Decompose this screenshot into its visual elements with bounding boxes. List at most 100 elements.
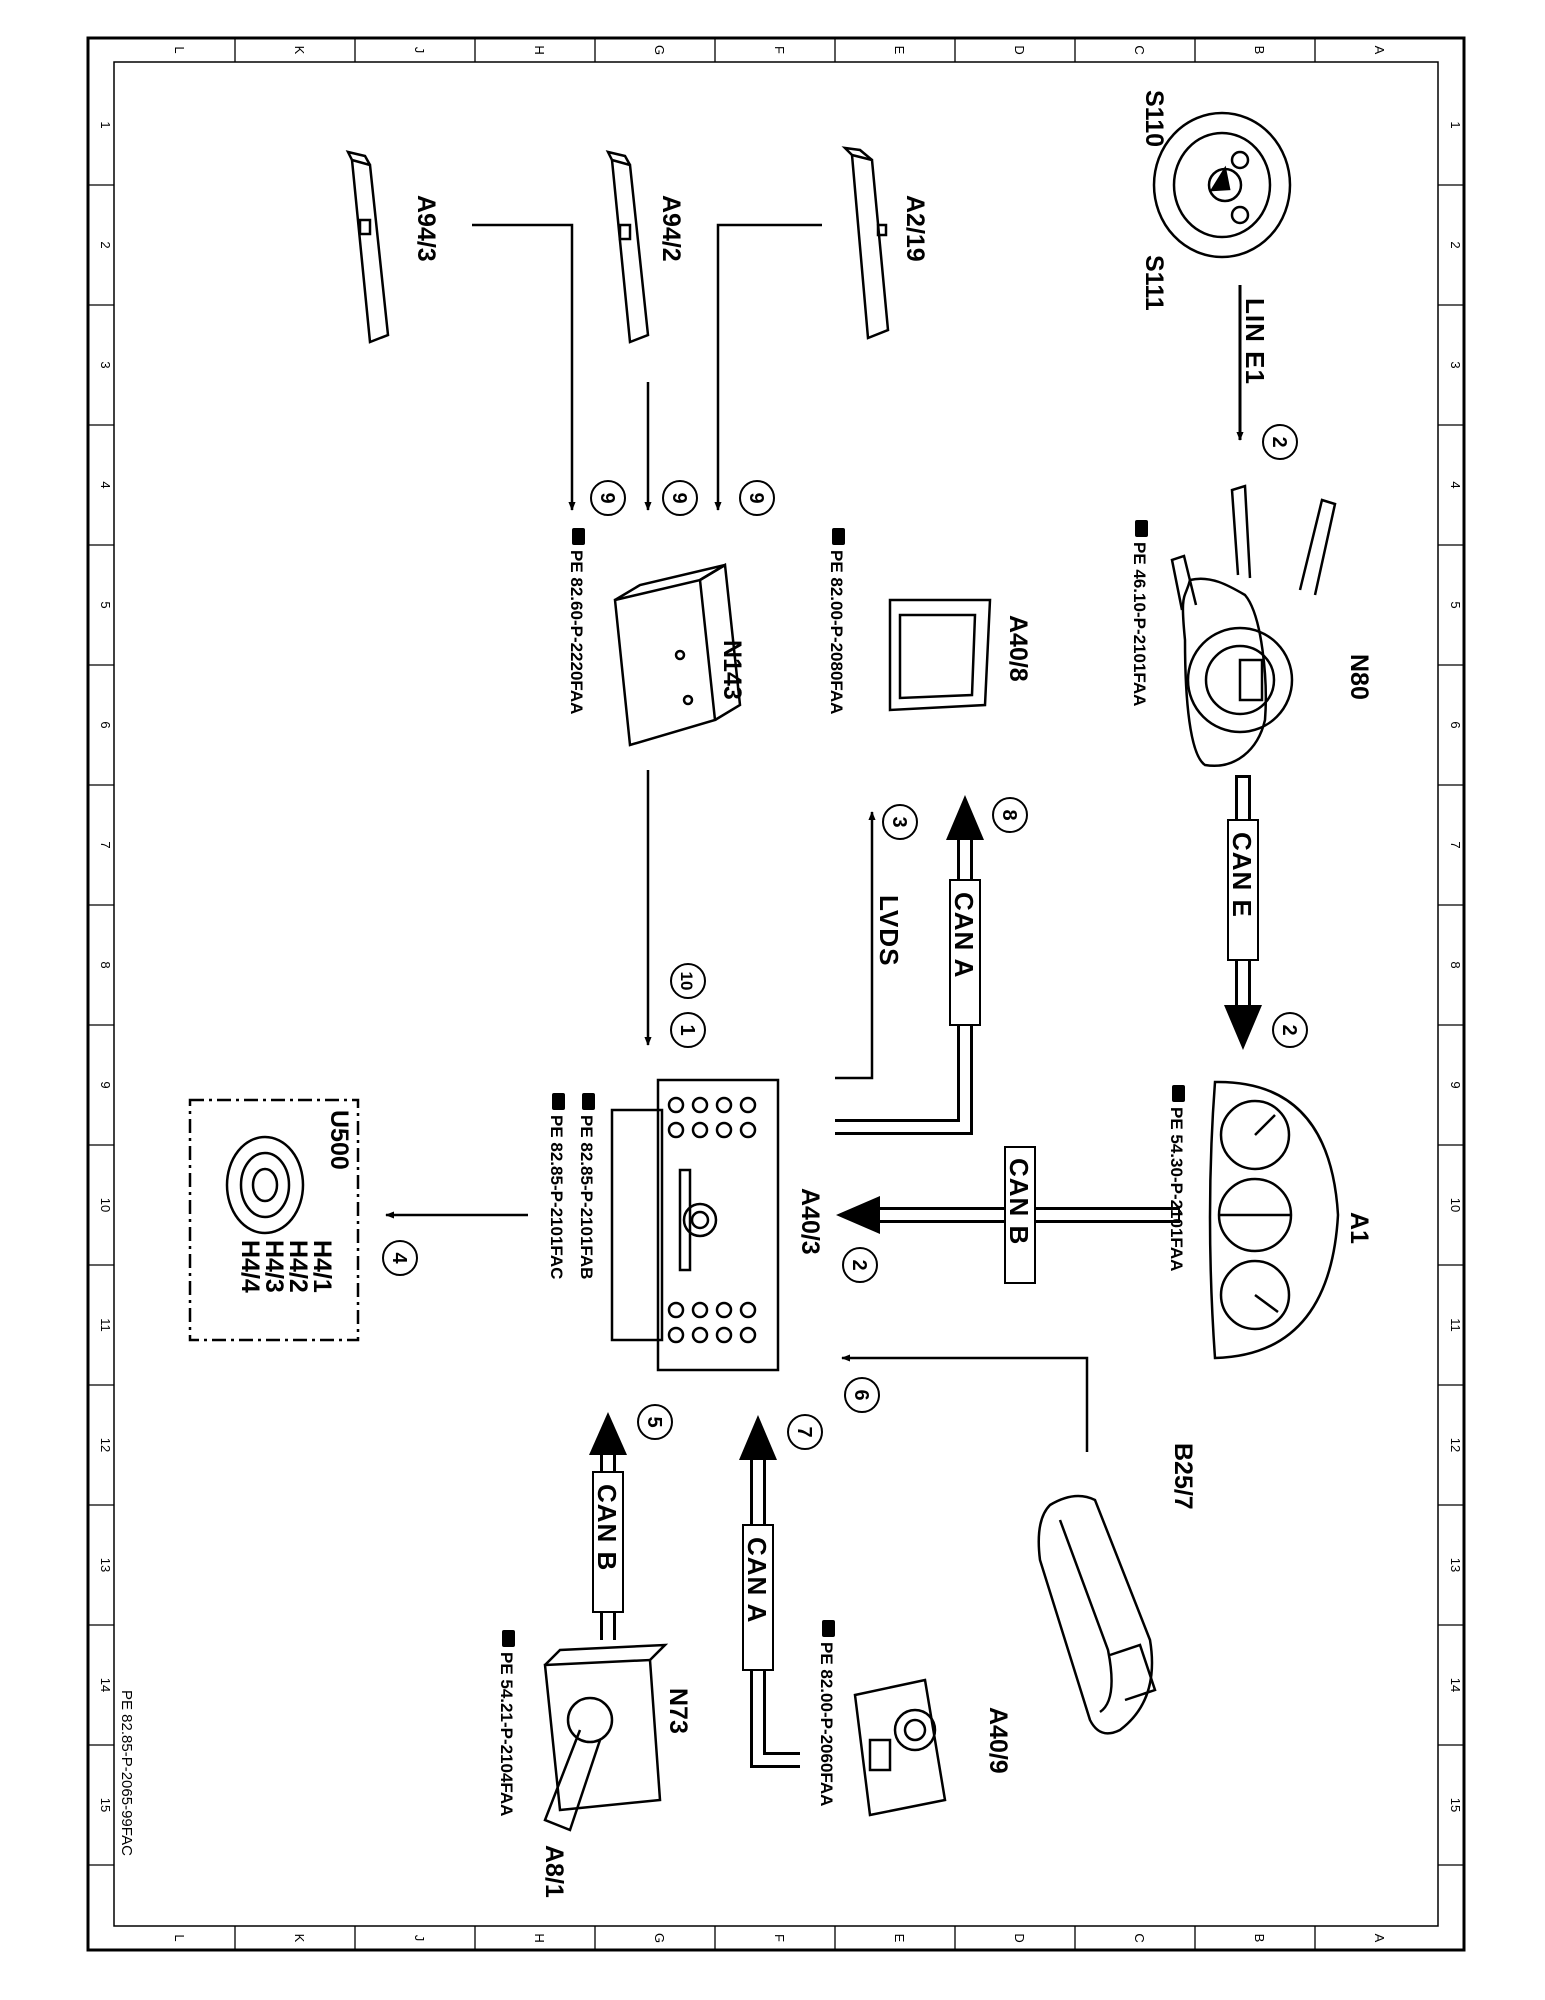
n143-illustration [613,562,742,747]
label-h4-4: H4/4 [236,1240,264,1293]
frame-row-label-right: 14 [1448,1678,1463,1692]
frame-row-label-left: 1 [98,121,113,128]
b25-7-to-a40-3 [841,1354,1089,1452]
label-a8-1: A8/1 [540,1845,568,1898]
frame-column-label-bottom: G [652,1933,667,1943]
bus-can-b-a1: CAN B [1004,1158,1034,1245]
hand-pointer-icon [1135,520,1148,537]
a40-9-illustration [853,1678,947,1817]
number-labels: 2 2 2 8 3 9 9 9 10 1 4 6 7 5 [388,436,1300,1437]
label-h4-1: H4/1 [308,1240,336,1293]
hand-pointer-icon [572,528,585,545]
sheet-id: PE 82.85-P-2065-99FAC [118,1690,135,1856]
a94-2-illustration [605,150,650,344]
frame-row-label-right: 13 [1448,1558,1463,1572]
frame-row-label-left: 13 [98,1558,113,1572]
frame-row-label-right: 12 [1448,1438,1463,1452]
b25-7-illustration [1037,1494,1157,1735]
frame-column-label-bottom: H [532,1933,547,1942]
frame-row-label-left: 4 [98,481,113,488]
frame-row-label-left: 6 [98,721,113,728]
frame-row-label-right: 7 [1448,841,1463,848]
frame-row-label-left: 9 [98,1081,113,1088]
frame-column-label-top: B [1252,46,1267,55]
frame-row-label-right: 2 [1448,241,1463,248]
frame-column-label-bottom: D [1012,1933,1027,1942]
a1-illustration [1208,1080,1340,1360]
num-9-c: 9 [596,492,618,503]
label-h4-2: H4/2 [284,1240,312,1293]
frame-row-label-left: 5 [98,601,113,608]
frame-row-label-right: 11 [1448,1318,1463,1332]
frame-column-label-bottom: J [412,1935,427,1942]
bus-can-a-top: CAN A [949,892,979,978]
can-b-bottom-bus [589,1412,627,1640]
can-e-bus [1224,775,1262,1050]
ref-a1: PE 54.30-P-2101FAA [1167,1107,1186,1271]
n80-illustration [1170,484,1337,768]
label-u500: U500 [325,1110,353,1170]
label-h4-3: H4/3 [260,1240,288,1293]
hand-pointer-icon [582,1093,595,1110]
num-1: 1 [676,1024,698,1035]
label-a40-9: A40/9 [984,1707,1012,1774]
label-a40-8: A40/8 [1004,615,1032,682]
frame-row-label-left: 3 [98,361,113,368]
frame-column-label-bottom: A [1372,1934,1387,1943]
frame-row-label-left: 14 [98,1678,113,1692]
bus-can-a-bottom: CAN A [742,1537,772,1623]
hand-pointer-icon [832,528,845,545]
ref-n143: PE 82.60-P-2220FAA [567,550,586,714]
ref-a40-8: PE 82.00-P-2080FAA [827,550,846,714]
label-a1: A1 [1345,1212,1373,1244]
frame-column-label-top: D [1012,45,1027,54]
lvds-line [835,811,876,1080]
label-a40-3: A40/3 [796,1188,824,1255]
frame-row-label-right: 9 [1448,1081,1463,1088]
hand-pointer-icon [1172,1085,1185,1102]
label-s111: S111 [1140,255,1168,311]
frame-column-label-top: L [172,46,187,53]
label-n80: N80 [1345,654,1373,700]
label-n143: N143 [718,640,746,700]
frame-column-label-top: C [1132,45,1147,54]
frame-row-label-right: 8 [1448,961,1463,968]
num-7: 7 [793,1426,815,1437]
can-a-top-bus [835,795,984,1135]
hand-pointer-icon [822,1620,835,1637]
a2-19-illustration [841,146,890,340]
hand-pointer-icon [502,1630,515,1647]
a40-8-illustration [888,598,992,712]
label-b25-7: B25/7 [1169,1443,1197,1510]
label-a2-19: A2/19 [901,195,929,262]
a40-3-illustration [610,1078,780,1372]
frame-column-label-bottom: E [892,1934,907,1943]
num-9-a: 9 [745,492,767,503]
frame-row-label-right: 5 [1448,601,1463,608]
number-circles [382,424,1308,1450]
column-ticks [234,38,1316,1950]
hand-pointer-icon [552,1093,565,1110]
frame-row-label-left: 8 [98,961,113,968]
frame-column-label-top: J [412,47,427,54]
u500-illustration [188,1098,360,1342]
frame-column-label-top: H [532,45,547,54]
a40-3-button-grid-bottom [667,1301,757,1344]
num-10: 10 [677,972,696,991]
frame-column-label-top: E [892,46,907,55]
frame-row-label-right: 1 [1448,121,1463,128]
num-2-canb: 2 [848,1259,870,1270]
label-s110: S110 [1140,90,1168,147]
frame-row-label-left: 2 [98,241,113,248]
pe-ref-hand-icons [502,520,1185,1647]
bus-can-e: CAN E [1227,832,1257,918]
frame-row-label-right: 15 [1448,1798,1463,1812]
ref-a40-3-a: PE 82.85-P-2101FAB [577,1115,596,1279]
label-n73: N73 [664,1688,692,1734]
frame-column-label-bottom: C [1132,1933,1147,1942]
num-8: 8 [998,809,1020,820]
frame-row-label-left: 7 [98,841,113,848]
a94-3-illustration [345,150,390,344]
bus-lin-e1: LIN E1 [1240,298,1270,385]
